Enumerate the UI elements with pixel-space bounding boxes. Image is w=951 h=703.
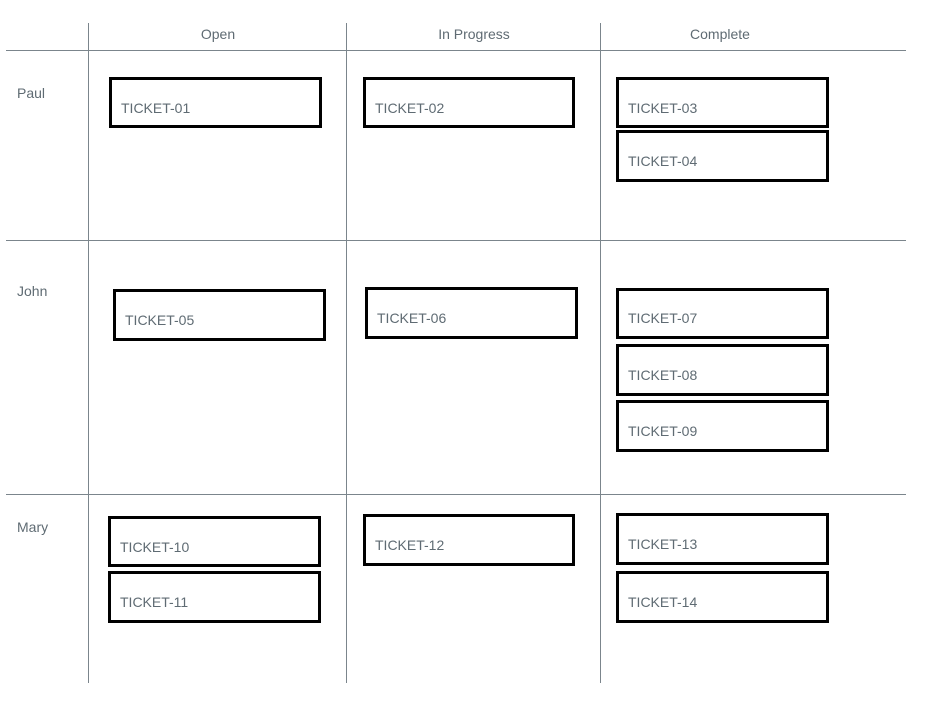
ticket-card[interactable]: TICKET-12 <box>363 514 575 566</box>
ticket-label: TICKET-09 <box>628 423 698 439</box>
ticket-card[interactable]: TICKET-14 <box>616 571 829 623</box>
grid-line-horizontal <box>6 50 906 51</box>
ticket-card[interactable]: TICKET-13 <box>616 513 829 565</box>
ticket-label: TICKET-10 <box>120 539 190 555</box>
ticket-label: TICKET-05 <box>125 312 195 328</box>
ticket-card[interactable]: TICKET-10 <box>108 516 321 567</box>
ticket-label: TICKET-03 <box>628 100 698 116</box>
ticket-label: TICKET-06 <box>377 310 447 326</box>
ticket-label: TICKET-04 <box>628 153 698 169</box>
ticket-label: TICKET-13 <box>628 536 698 552</box>
ticket-card[interactable]: TICKET-04 <box>616 130 829 182</box>
ticket-label: TICKET-08 <box>628 367 698 383</box>
ticket-label: TICKET-07 <box>628 310 698 326</box>
ticket-card[interactable]: TICKET-01 <box>109 77 322 128</box>
grid-line-vertical <box>346 23 347 683</box>
row-label-mary: Mary <box>17 519 49 535</box>
grid-line-horizontal <box>6 240 906 241</box>
grid-line-horizontal <box>6 494 906 495</box>
ticket-card[interactable]: TICKET-08 <box>616 344 829 396</box>
ticket-card[interactable]: TICKET-07 <box>616 288 829 339</box>
row-label-john: John <box>17 283 48 299</box>
row-label-paul: Paul <box>17 85 46 101</box>
ticket-label: TICKET-12 <box>375 537 445 553</box>
ticket-card[interactable]: TICKET-06 <box>365 287 578 339</box>
ticket-label: TICKET-02 <box>375 100 445 116</box>
ticket-label: TICKET-01 <box>121 100 191 116</box>
ticket-card[interactable]: TICKET-03 <box>616 77 829 128</box>
ticket-label: TICKET-14 <box>628 594 698 610</box>
column-header-open: Open <box>200 26 236 42</box>
ticket-card[interactable]: TICKET-05 <box>113 289 326 341</box>
ticket-label: TICKET-11 <box>120 594 189 610</box>
grid-line-vertical <box>88 23 89 683</box>
grid-line-vertical <box>600 23 601 683</box>
column-header-in-progress: In Progress <box>438 26 510 42</box>
ticket-card[interactable]: TICKET-02 <box>363 77 575 128</box>
ticket-card[interactable]: TICKET-11 <box>108 571 321 623</box>
ticket-card[interactable]: TICKET-09 <box>616 400 829 452</box>
column-header-complete: Complete <box>690 26 750 42</box>
